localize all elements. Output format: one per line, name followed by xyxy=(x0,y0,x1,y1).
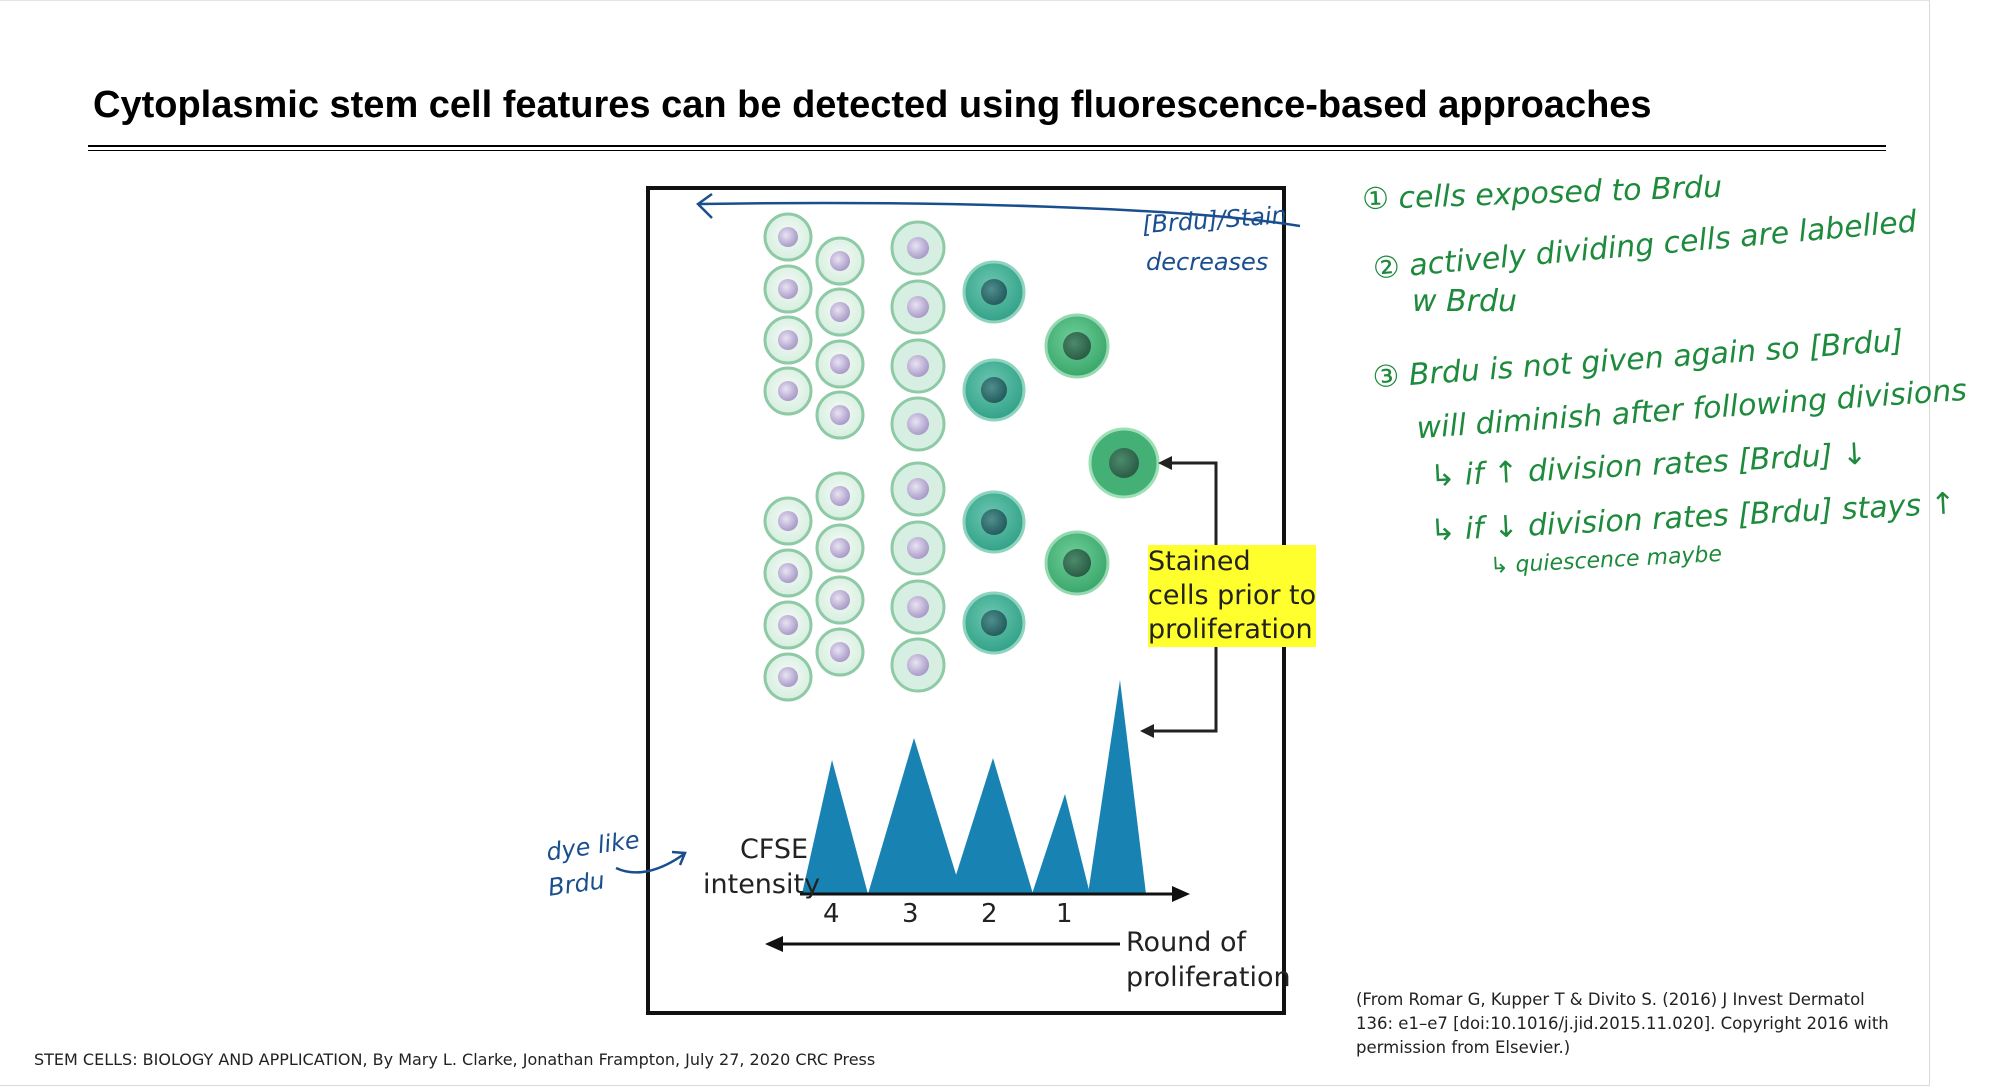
cell xyxy=(815,471,865,521)
cell xyxy=(763,366,813,416)
arrowhead-to-cell xyxy=(1158,456,1172,470)
title-rule xyxy=(88,145,1886,147)
cell xyxy=(890,396,946,452)
slide xyxy=(0,0,1930,1086)
cell xyxy=(763,315,813,365)
cell xyxy=(763,652,813,702)
cell xyxy=(815,627,865,677)
round-line-1: Round of xyxy=(1126,927,1247,958)
cell xyxy=(763,548,813,598)
peak-4 xyxy=(802,760,868,894)
cell xyxy=(890,220,946,276)
blue-arrow-dye xyxy=(615,850,687,874)
green-note-2b: w Brdu xyxy=(1412,284,1518,319)
cell xyxy=(890,579,946,635)
cfse-histogram xyxy=(802,680,1146,894)
tick-2: 2 xyxy=(981,899,998,929)
cell xyxy=(815,575,865,625)
peak-2 xyxy=(950,758,1033,894)
peak-3 xyxy=(868,738,962,894)
stained-line-2: cells prior to xyxy=(1148,579,1317,613)
cfse-intensity-label: CFSE intensity xyxy=(703,832,820,902)
cell xyxy=(962,490,1026,554)
cell xyxy=(815,236,865,286)
cell xyxy=(815,287,865,337)
stained-cells-label: Stained cells prior to proliferation xyxy=(1148,545,1317,647)
round-axis-arrowhead xyxy=(765,936,783,952)
cell xyxy=(890,279,946,335)
arrowhead-to-peak xyxy=(1140,724,1154,738)
tick-3: 3 xyxy=(902,899,919,929)
cell xyxy=(815,339,865,389)
tick-1: 1 xyxy=(1056,899,1073,929)
cell xyxy=(763,496,813,546)
figure-citation: (From Romar G, Kupper T & Divito S. (201… xyxy=(1356,990,1889,1057)
round-line-2: proliferation xyxy=(1126,962,1291,993)
proliferation-figure xyxy=(646,186,1286,1015)
cell xyxy=(890,520,946,576)
figure-svg xyxy=(763,212,1218,952)
cell xyxy=(962,260,1026,324)
cell xyxy=(763,212,813,262)
book-source: STEM CELLS: BIOLOGY AND APPLICATION, By … xyxy=(34,1050,876,1069)
cell xyxy=(1044,313,1110,379)
cell-column-1 xyxy=(1044,313,1110,596)
cfse-line-2: intensity xyxy=(703,869,821,900)
round-of-proliferation-label: Round of proliferation xyxy=(1126,925,1291,995)
stained-line-1: Stained xyxy=(1148,545,1317,579)
tick-4: 4 xyxy=(823,899,840,929)
cfse-axis-arrowhead xyxy=(1172,886,1190,902)
cell xyxy=(763,264,813,314)
peak-1 xyxy=(1032,794,1090,894)
stained-line-3: proliferation xyxy=(1148,613,1317,647)
cell xyxy=(815,390,865,440)
peak-initial xyxy=(1088,680,1146,894)
cell xyxy=(962,591,1026,655)
cell xyxy=(763,600,813,650)
cell xyxy=(962,358,1026,422)
cell xyxy=(890,338,946,394)
title-rule-thin xyxy=(88,150,1886,151)
slide-title: Cytoplasmic stem cell features can be de… xyxy=(93,84,1652,126)
blue-note-decreases: decreases xyxy=(1146,248,1269,276)
blue-arrow-decreases xyxy=(696,192,1301,228)
cell xyxy=(890,461,946,517)
cfse-line-1: CFSE xyxy=(739,834,809,865)
cell xyxy=(815,523,865,573)
cell xyxy=(1044,530,1110,596)
stained-cell xyxy=(1088,427,1160,499)
cell-column-3 xyxy=(890,220,946,693)
cell-column-4 xyxy=(763,212,865,702)
cell-column-2 xyxy=(962,260,1026,655)
cell xyxy=(890,637,946,693)
